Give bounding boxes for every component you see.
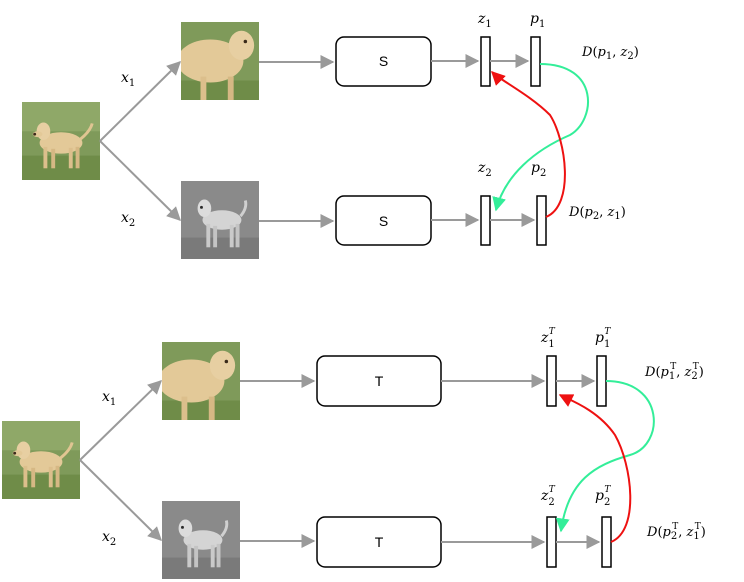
p1-label-bottom: p1T: [595, 327, 611, 350]
z2-bar-bottom: [546, 516, 557, 568]
p1-label-top: p1: [530, 11, 545, 30]
aug-arrow-2-top: [99, 140, 181, 221]
loss-label-top-2: D(p2, z1): [568, 205, 626, 222]
p2-bar-top: [536, 195, 547, 246]
p2-label-bottom: p2T: [595, 485, 611, 508]
z1-bar-bottom: [546, 355, 557, 407]
view2-label-top: x2: [121, 210, 135, 229]
view1-image-top: [181, 22, 259, 100]
source-image-bottom: [2, 421, 80, 499]
red-loss-arrow-bottom: [558, 394, 632, 543]
loss-label-bottom-2: D(p2T, z1T): [646, 522, 706, 542]
green-loss-arrow-top: [492, 63, 589, 212]
z2-label-top: z2: [477, 160, 492, 179]
network-label-top-2: S: [379, 213, 388, 229]
view2-image-top: [181, 181, 259, 259]
aug-arrow-2-bottom: [79, 459, 162, 541]
network-label-bottom-1: T: [375, 373, 384, 389]
z1-label-bottom: z1T: [540, 327, 556, 350]
network-label-bottom-2: T: [375, 534, 384, 550]
view2-label-bottom: x2: [102, 529, 116, 548]
top-diagram: x1 x2 S S z1 p1 z2 p2 D(p1, z2) D(p2, z1…: [22, 11, 639, 259]
view1-image-bottom: [162, 342, 240, 420]
z1-bar-top: [480, 36, 491, 87]
loss-label-bottom-1: D(p1T, z2T): [644, 362, 704, 382]
z2-bar-top: [480, 195, 491, 246]
bottom-diagram: x1 x2 T T z1T p1T z2T p2T D(p1T, z2T) D(…: [2, 327, 706, 579]
aug-arrow-1-top: [99, 61, 181, 142]
source-image-top: [22, 102, 100, 180]
loss-label-top-1: D(p1, z2): [581, 45, 639, 62]
p1-bar-top: [530, 36, 541, 87]
view2-image-bottom: [162, 501, 240, 579]
p1-bar-bottom: [596, 355, 607, 407]
view1-label-top: x1: [121, 70, 135, 89]
p2-label-top: p2: [531, 160, 546, 179]
network-label-top-1: S: [379, 53, 388, 69]
p2-bar-bottom: [601, 516, 612, 568]
view1-label-bottom: x1: [102, 389, 116, 408]
z1-label-top: z1: [477, 11, 492, 30]
z2-label-bottom: z2T: [540, 485, 556, 508]
red-loss-arrow-top: [491, 71, 566, 218]
green-loss-arrow-bottom: [555, 380, 655, 533]
aug-arrow-1-bottom: [79, 380, 163, 461]
